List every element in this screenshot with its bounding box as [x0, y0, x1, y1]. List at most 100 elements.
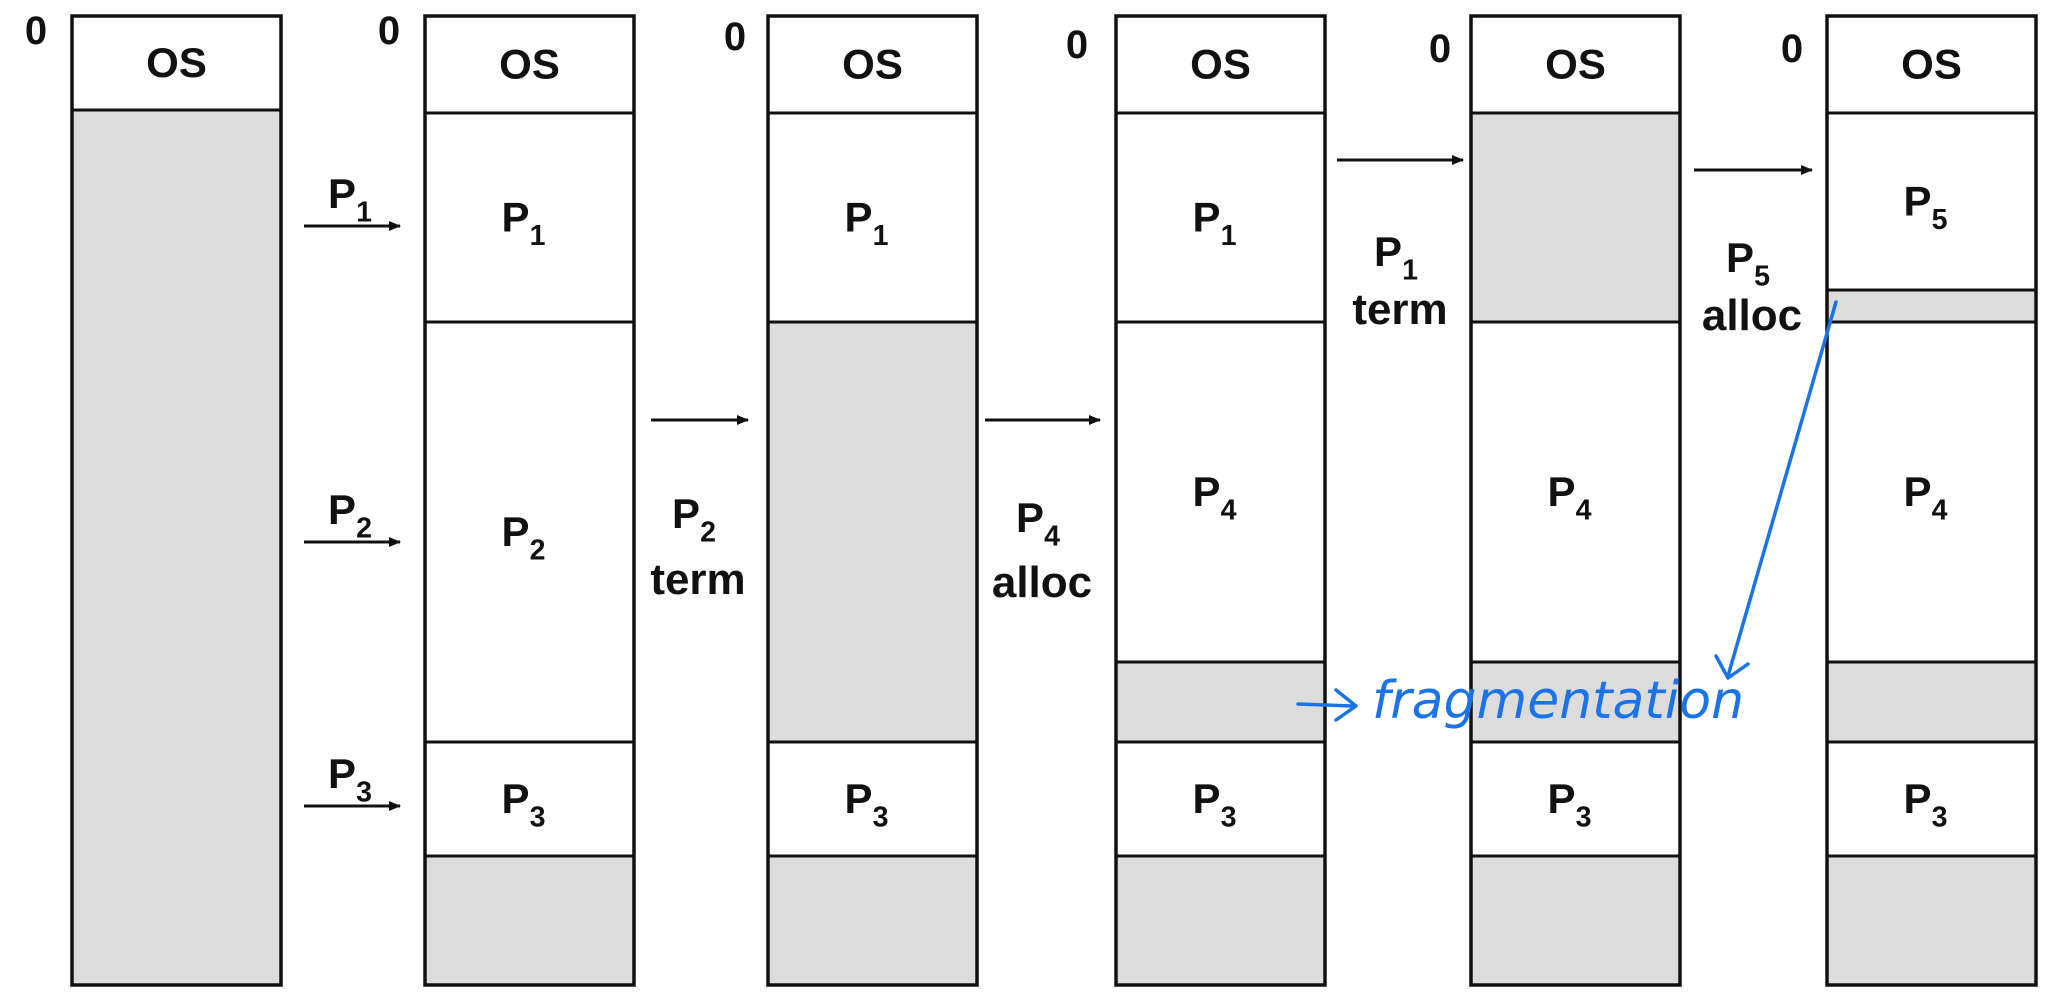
memory-column-3-block-2-label-subscript: 1	[873, 220, 889, 252]
allocated-memory-block	[1827, 322, 2036, 662]
allocated-memory-block	[1827, 16, 2036, 113]
memory-column-4-block-2-label-subscript: 1	[1221, 220, 1237, 252]
transition-process-label-4: P5	[1726, 234, 1770, 292]
address-zero-label: 0	[1429, 27, 1451, 71]
allocated-memory-block	[1471, 742, 1680, 856]
allocated-memory-block	[768, 742, 977, 856]
memory-column-5-block-5-label-subscript: 3	[1576, 801, 1592, 833]
allocated-memory-block	[425, 742, 634, 856]
memory-column-2-block-3-label-subscript: 2	[530, 534, 546, 566]
arrival-label-2-text: P	[328, 486, 356, 533]
allocated-memory-block	[1471, 16, 1680, 113]
fragmentation-arrow	[1726, 300, 1838, 678]
memory-column-1-block-1-label: OS	[146, 39, 207, 86]
transition-process-label-3: P1	[1374, 228, 1418, 286]
memory-column-5-block-3-label: P4	[1548, 468, 1592, 526]
address-zero-label: 0	[724, 15, 746, 59]
allocated-memory-block	[425, 322, 634, 742]
fragmentation-annotation: fragmentation	[1296, 300, 1838, 731]
memory-column-2-block-4-label-text: P	[502, 775, 530, 822]
memory-column-6-block-1-label-text: OS	[1901, 41, 1962, 88]
memory-column-1-block-1-label-text: OS	[146, 39, 207, 86]
free-memory-block	[768, 322, 977, 742]
free-memory-block	[1116, 856, 1325, 985]
memory-column-2-block-1-label-text: OS	[499, 41, 560, 88]
memory-column-6-block-1-label: OS	[1901, 41, 1962, 88]
memory-column-4-block-2-label: P1	[1193, 194, 1237, 252]
memory-column-outline	[766, 14, 979, 987]
memory-column-4-block-5-label: P3	[1193, 775, 1237, 833]
transition-action-label-3: term	[1352, 285, 1447, 334]
memory-column-3-block-4-label-text: P	[845, 775, 873, 822]
memory-column-outline	[1469, 14, 1682, 987]
memory-column-3-block-2-label-text: P	[845, 194, 873, 241]
memory-column-6-block-4-label-text: P	[1904, 468, 1932, 515]
memory-column-6-block-2-label: P5	[1904, 178, 1948, 236]
memory-column-4-block-3-label-subscript: 4	[1221, 494, 1237, 526]
memory-column-outline	[1114, 14, 1327, 987]
free-memory-block	[72, 110, 281, 985]
fragmentation-label: fragmentation	[1372, 671, 1744, 731]
transition-action-label-1: term	[650, 555, 745, 604]
allocated-memory-block	[1116, 742, 1325, 856]
transition-process-label-1-text: P	[672, 490, 700, 537]
transition-process-label-2-text: P	[1016, 494, 1044, 541]
memory-column-2-block-4-label: P3	[502, 775, 546, 833]
memory-column-1: OS 0	[25, 9, 283, 987]
memory-column-outline	[423, 14, 636, 987]
allocated-memory-block	[768, 113, 977, 322]
allocated-memory-block	[1116, 16, 1325, 113]
annotation-pointer-head	[1334, 688, 1358, 722]
annotation-pointer-line	[1296, 702, 1354, 708]
allocated-memory-block	[72, 16, 281, 110]
memory-column-outline	[1825, 14, 2038, 987]
free-memory-block	[1827, 662, 2036, 742]
transition-process-label-3-text: P	[1374, 228, 1402, 275]
memory-column-6-block-6-label: P3	[1904, 775, 1948, 833]
allocated-memory-block	[425, 16, 634, 113]
arrival-label-1-subscript: 1	[356, 196, 372, 228]
allocated-memory-block	[1116, 322, 1325, 662]
memory-column-2-block-4-label-subscript: 3	[530, 801, 546, 833]
free-memory-block	[1827, 856, 2036, 985]
transition-process-label-1-subscript: 2	[700, 516, 716, 548]
arrival-label-3: P3	[328, 750, 372, 808]
free-memory-block	[425, 856, 634, 985]
memory-column-outline	[70, 14, 283, 987]
memory-column-2-block-1-label: OS	[499, 41, 560, 88]
address-zero-label: 0	[25, 9, 47, 53]
transition-process-label-2-subscript: 4	[1044, 520, 1060, 552]
transition-process-label-4-subscript: 5	[1754, 260, 1770, 292]
free-memory-block	[1471, 113, 1680, 322]
memory-column-2-block-3-label-text: P	[502, 508, 530, 555]
transition-action-label-4: alloc	[1702, 291, 1802, 340]
memory-column-4-block-3-label-text: P	[1193, 468, 1221, 515]
allocated-memory-block	[768, 16, 977, 113]
allocated-memory-block	[1471, 322, 1680, 662]
memory-column-4-block-2-label-text: P	[1193, 194, 1221, 241]
memory-column-3-block-1-label-text: OS	[842, 41, 903, 88]
memory-column-5-block-1-label: OS	[1545, 41, 1606, 88]
allocated-memory-block	[1827, 113, 2036, 290]
memory-column-4-block-1-label-text: OS	[1190, 41, 1251, 88]
allocated-memory-block	[425, 113, 634, 322]
memory-column-6-block-2-label-subscript: 5	[1932, 204, 1948, 236]
memory-column-5-block-5-label: P3	[1548, 775, 1592, 833]
memory-column-5-block-5-label-text: P	[1548, 775, 1576, 822]
memory-column-2-block-3-label: P2	[502, 508, 546, 566]
transition-process-label-2: P4	[1016, 494, 1060, 552]
transition-process-label-1: P2	[672, 490, 716, 548]
memory-column-5-block-1-label-text: OS	[1545, 41, 1606, 88]
free-memory-block	[768, 856, 977, 985]
memory-column-4-block-5-label-subscript: 3	[1221, 801, 1237, 833]
memory-column-2-block-2-label: P1	[502, 194, 546, 252]
fragmentation-arrow-head	[1714, 654, 1750, 680]
memory-column-3-block-2-label: P1	[845, 194, 889, 252]
